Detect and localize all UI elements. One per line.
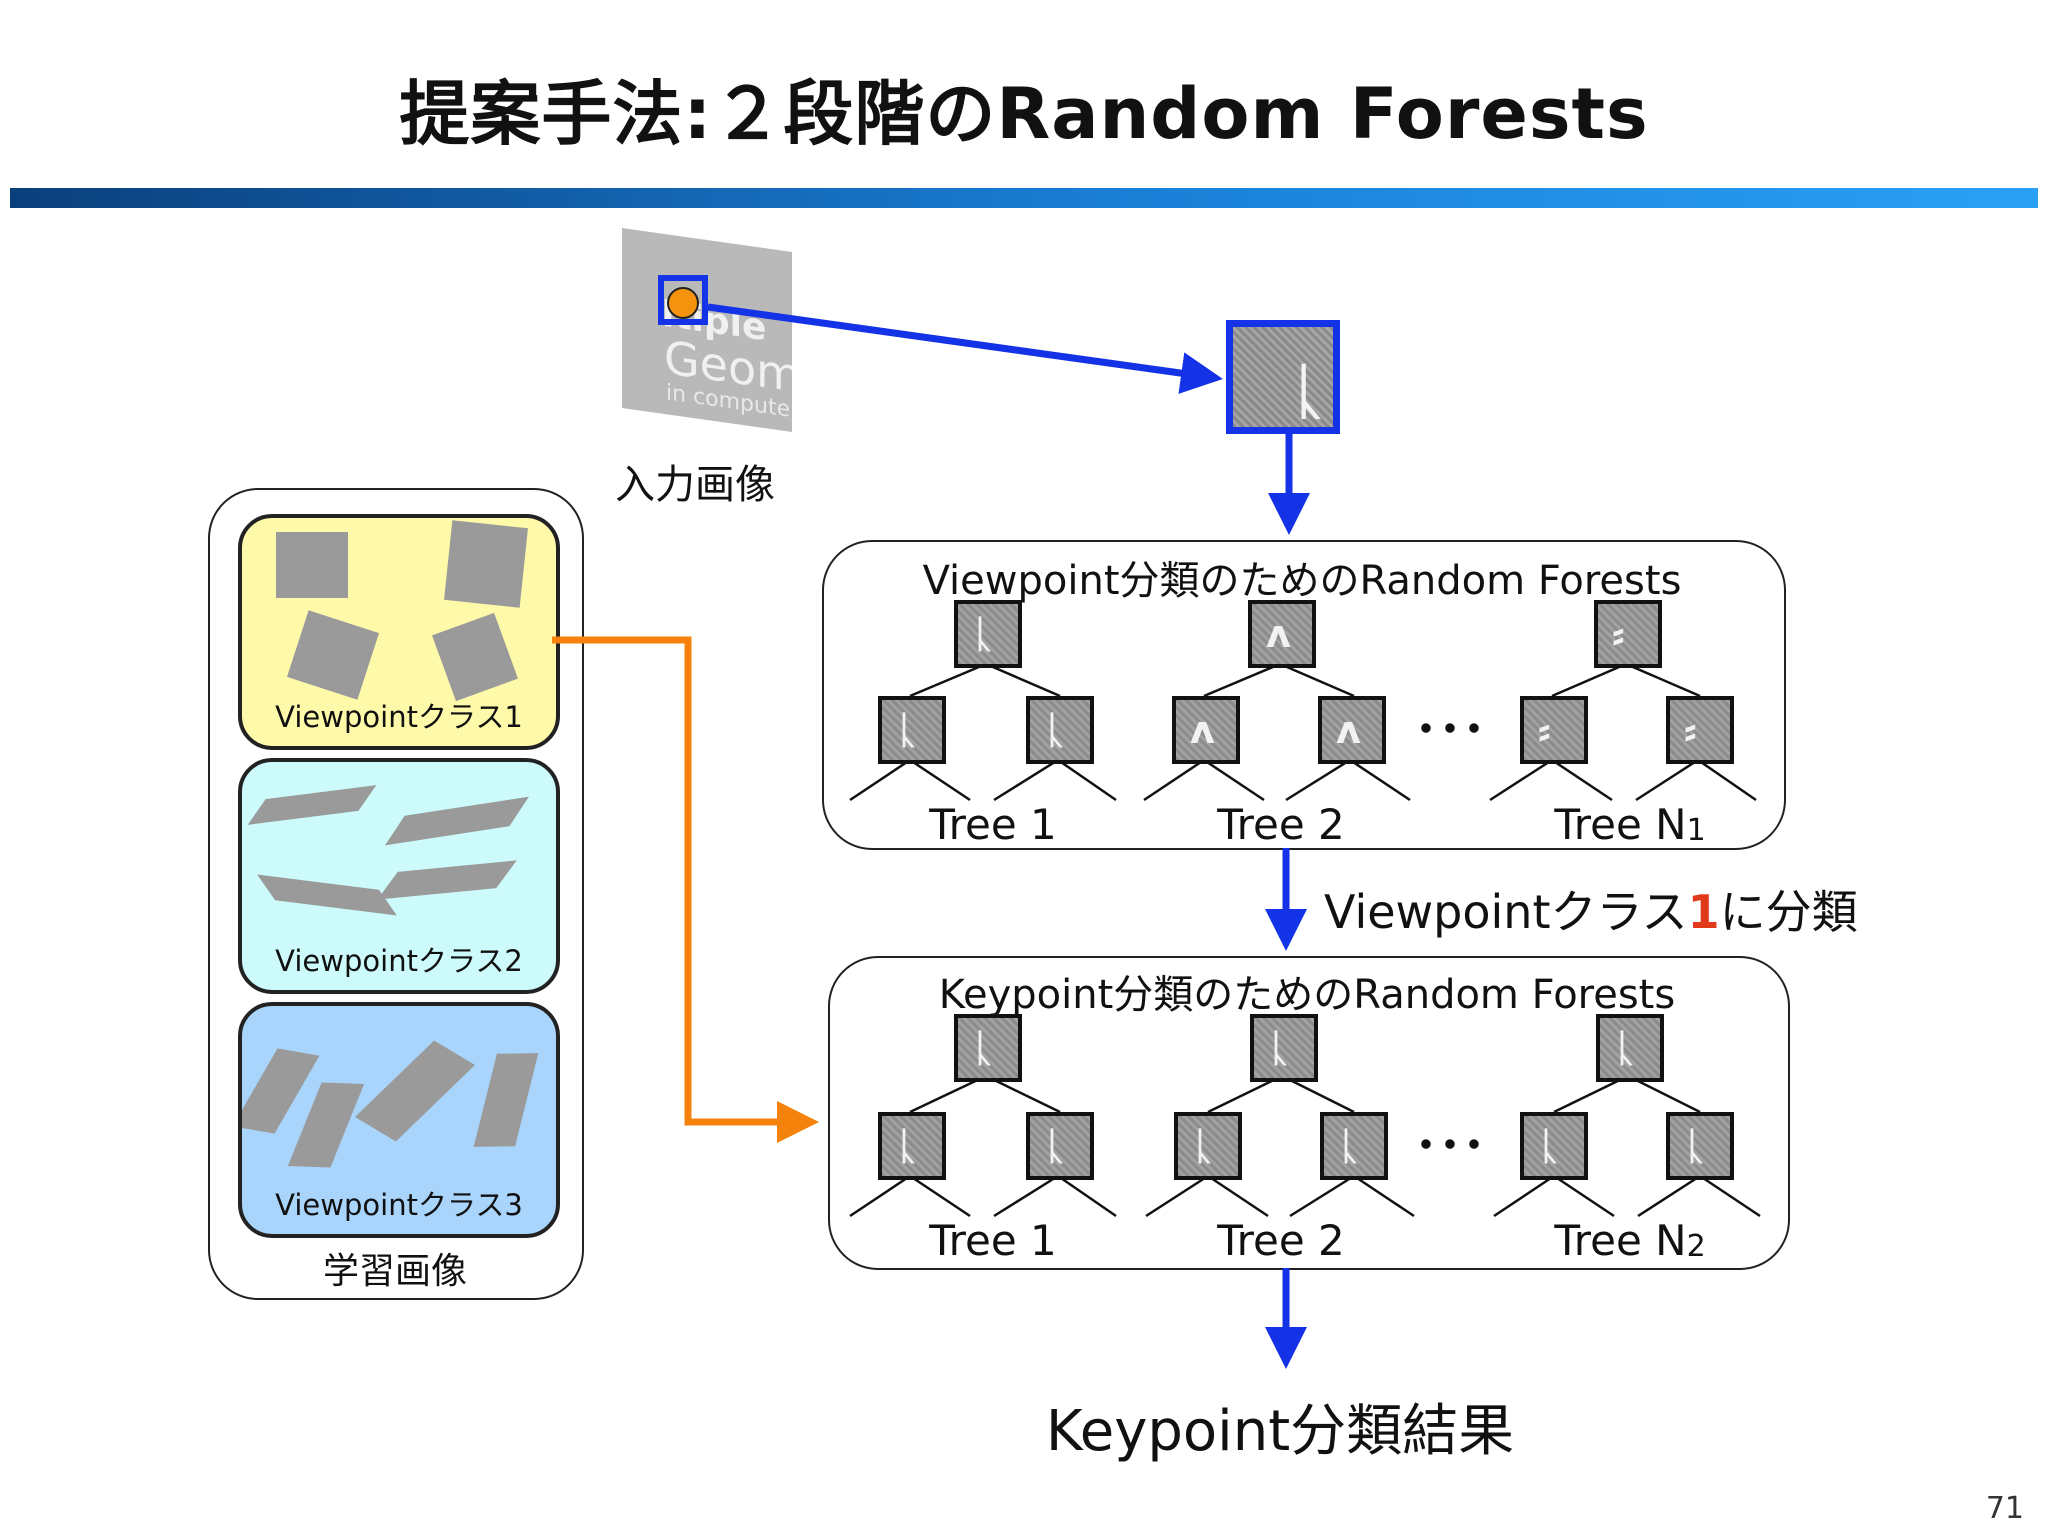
viewpoint-class-3-label: Viewpointクラス3 [275,1188,523,1222]
keypoint-forest-title: Keypoint分類のためのRandom Forests [938,972,1676,1018]
training-images-label: 学習画像 [322,1251,467,1292]
tree-node-patch: ʌ [1248,600,1316,668]
keypoint-tree-n2-label: Tree N2 [1554,1216,1706,1265]
viewpoint-forest-title: Viewpoint分類のためのRandom Forests [922,558,1682,604]
tree-node-patch: ᚳ [878,1112,946,1180]
keypoint-ellipsis: ･･･ [1414,1118,1487,1174]
input-image-label: 入力画像 [615,462,775,508]
zoomed-patch: ᚳ [1226,320,1340,434]
viewpoint-class-3-box: Viewpointクラス3 [238,1002,560,1238]
training-thumb [276,532,348,598]
keypoint-tree-2-label: Tree 2 [1217,1216,1345,1265]
zoomed-patch-glyph: ᚳ [1291,357,1327,427]
tree-node-patch: ᚳ [1250,1014,1318,1082]
classification-step-label: Viewpointクラス1に分類 [1324,876,1858,942]
tree-node-patch: ⸗ [1594,600,1662,668]
tree-node-patch: ᚳ [1026,1112,1094,1180]
viewpoint-tree-n1-label: Tree N1 [1554,800,1706,849]
viewpoint-class-2-box: Viewpointクラス2 [238,758,560,994]
tree-node-patch: ⸗ [1520,696,1588,764]
page-number: 71 [1985,1491,2024,1526]
tree-node-patch: ᚳ [954,600,1022,668]
tree-node-patch: ᚳ [1026,696,1094,764]
tree-node-patch: ᚳ [954,1014,1022,1082]
viewpoint-tree-1-label: Tree 1 [929,800,1057,849]
classification-step-suffix: に分類 [1719,885,1858,939]
keypoint-tree-1-label: Tree 1 [929,1216,1057,1265]
tree-node-patch: ᚳ [1174,1112,1242,1180]
keypoint-selection-box [658,275,708,325]
arrow-input-to-patch [707,303,1223,394]
viewpoint-tree-edges [849,662,1757,802]
tree-node-patch: ᚳ [1666,1112,1734,1180]
tree-node-patch: ʌ [1172,696,1240,764]
tree-node-patch: ᚳ [1520,1112,1588,1180]
viewpoint-ellipsis: ･･･ [1414,702,1487,758]
tree-node-patch: ᚳ [1320,1112,1388,1180]
classification-step-prefix: Viewpointクラス [1324,885,1688,939]
tree-node-patch: ᚳ [878,696,946,764]
keypoint-tree-edges [849,1074,1761,1218]
title-underline [10,188,2038,208]
viewpoint-tree-2-label: Tree 2 [1217,800,1345,849]
arrow-training-to-keypoint-forest [552,636,819,1143]
tree-node-patch: ⸗ [1666,696,1734,764]
viewpoint-class-2-label: Viewpointクラス2 [275,944,523,978]
tree-node-patch: ʌ [1318,696,1386,764]
viewpoint-forest-panel [822,540,1786,850]
keypoint-result-label: Keypoint分類結果 [1045,1399,1515,1464]
viewpoint-class-1-box: Viewpointクラス1 [238,514,560,750]
tree-node-patch: ᚳ [1596,1014,1664,1082]
classification-step-number: 1 [1687,885,1720,939]
keypoint-forest-panel [828,956,1790,1270]
viewpoint-class-1-label: Viewpointクラス1 [275,700,523,734]
slide-title: 提案手法:２段階のRandom Forests [399,73,1649,155]
keypoint-dot [667,287,699,319]
